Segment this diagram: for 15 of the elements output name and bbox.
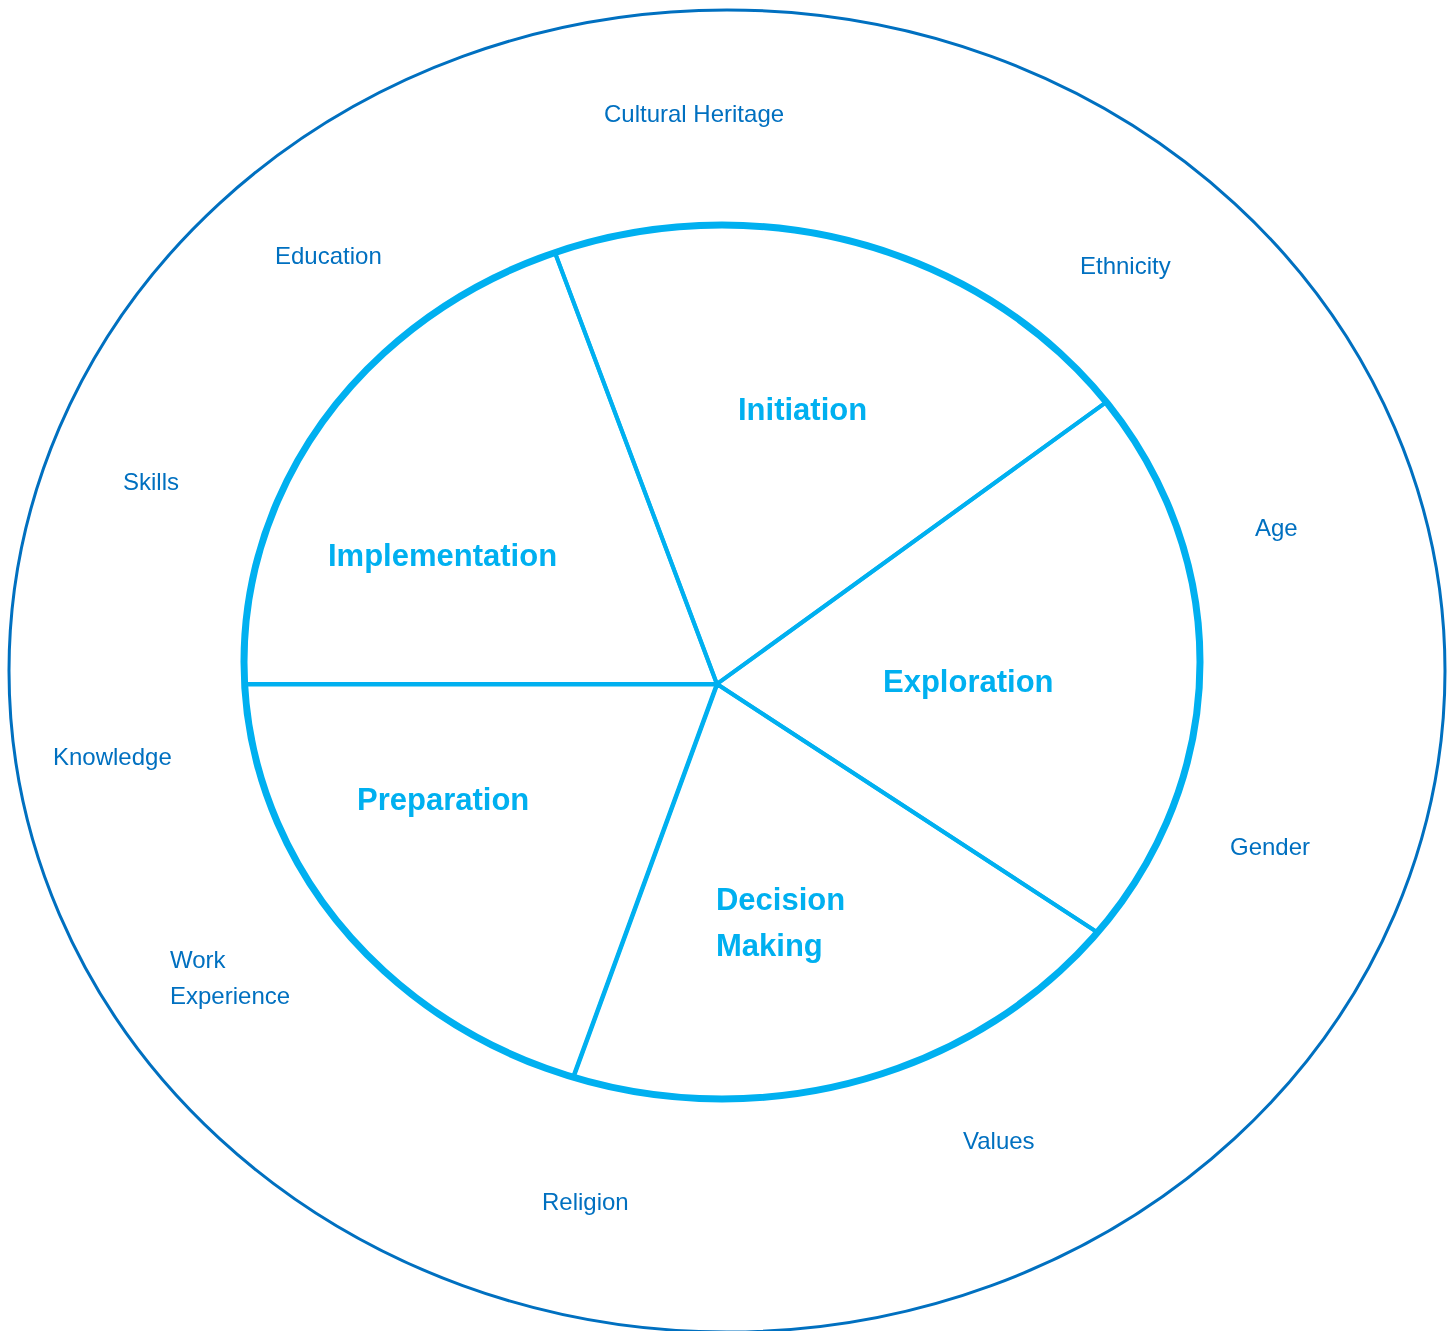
sector-label: Initiation	[738, 391, 868, 429]
factor-label: Ethnicity	[1080, 251, 1171, 281]
factor-label: Religion	[542, 1187, 629, 1217]
factor-label: Education	[275, 241, 382, 271]
factor-label: Knowledge	[53, 742, 172, 772]
sector-label: Exploration	[883, 663, 1054, 701]
factor-label: Cultural Heritage	[604, 99, 785, 129]
factor-label: Age	[1255, 513, 1298, 543]
factor-label: Gender	[1230, 832, 1311, 862]
sector-label: Implementation	[328, 537, 558, 575]
factor-label: Values	[963, 1126, 1035, 1156]
sector-label: Decision Making	[716, 881, 847, 965]
sector-label: Preparation	[357, 781, 530, 819]
factor-label: Work Experience	[170, 945, 292, 1011]
factor-label: Skills	[123, 467, 179, 497]
